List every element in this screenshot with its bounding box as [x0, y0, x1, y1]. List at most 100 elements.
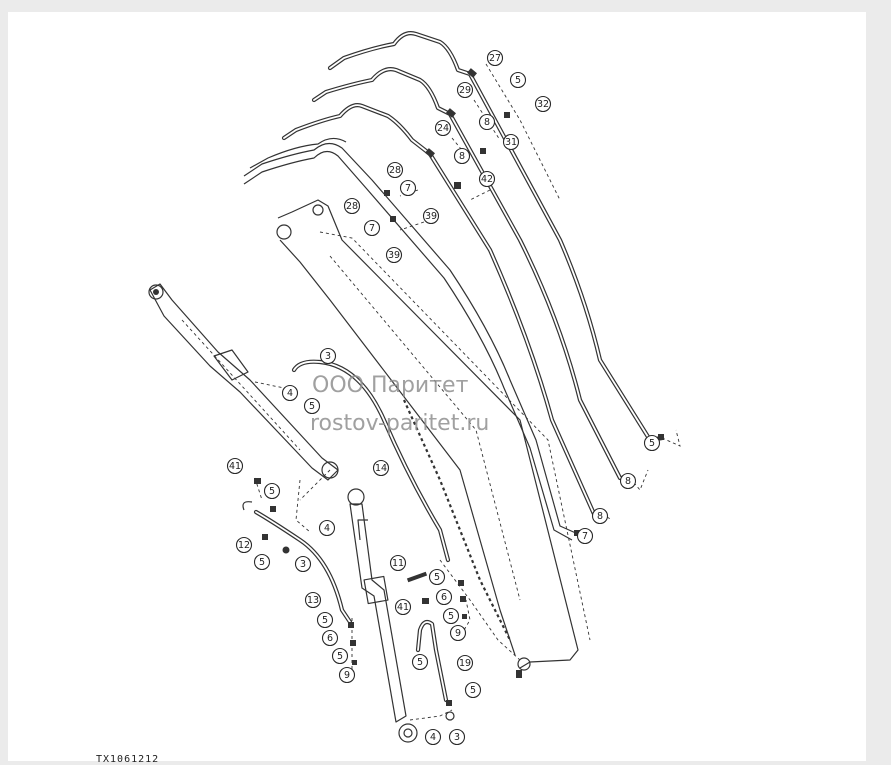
- callout-8: 8: [478, 113, 496, 131]
- callout-label: 7: [369, 223, 375, 234]
- callout-8: 8: [453, 147, 471, 165]
- callout-label: 5: [470, 685, 476, 696]
- boom-outline: [276, 199, 591, 671]
- callout-28: 28: [343, 197, 361, 215]
- callout-circle: [226, 457, 244, 475]
- callout-label: 5: [309, 401, 315, 412]
- callout-3: 3: [294, 555, 312, 573]
- callout-circle: [385, 246, 403, 264]
- callout-label: 5: [337, 651, 343, 662]
- callout-circle: [253, 553, 271, 571]
- callout-circle: [448, 728, 466, 746]
- callout-14: 14: [372, 459, 390, 477]
- callout-label: 28: [389, 165, 401, 176]
- callout-circle: [263, 482, 281, 500]
- callout-label: 7: [405, 183, 411, 194]
- watermark-line1: ООО Паритет: [312, 373, 469, 398]
- callout-circle: [486, 49, 504, 67]
- callout-circle: [422, 207, 440, 225]
- callout-11: 11: [389, 554, 407, 572]
- callout-label: 12: [238, 540, 250, 551]
- callout-label: 5: [322, 615, 328, 626]
- callout-5: 5: [442, 607, 460, 625]
- callout-13: 13: [304, 591, 322, 609]
- callout-circle: [456, 654, 474, 672]
- callout-circle: [386, 161, 404, 179]
- callout-label: 5: [448, 611, 454, 622]
- callout-5: 5: [316, 611, 334, 629]
- callout-circle: [281, 384, 299, 402]
- callout-32: 32: [534, 95, 552, 113]
- callout-label: 31: [505, 137, 517, 148]
- callout-label: 9: [344, 670, 350, 681]
- callout-8: 8: [591, 507, 609, 525]
- callout-19: 19: [456, 654, 474, 672]
- callout-8: 8: [619, 472, 637, 490]
- callout-circle: [399, 179, 417, 197]
- callout-circle: [456, 81, 474, 99]
- callout-39: 39: [385, 246, 403, 264]
- callout-label: 41: [229, 461, 241, 472]
- hydraulic-lines-exploded-diagram: 2752932824318284272839739345541148584712…: [148, 31, 681, 746]
- callout-circle: [435, 588, 453, 606]
- watermark-line2: rostov-paritet.ru: [310, 411, 489, 436]
- callout-circle: [303, 397, 321, 415]
- callout-label: 4: [324, 523, 330, 534]
- callout-circle: [453, 147, 471, 165]
- callout-4: 4: [318, 519, 336, 537]
- callout-circle: [591, 507, 609, 525]
- callout-circle: [434, 119, 452, 137]
- callout-circle: [449, 624, 467, 642]
- hose-13: [242, 501, 353, 625]
- callout-4: 4: [281, 384, 299, 402]
- callout-label: 41: [397, 602, 409, 613]
- callout-label: 3: [300, 559, 306, 570]
- callout-label: 14: [375, 463, 387, 474]
- callout-3: 3: [448, 728, 466, 746]
- upper-fittings: [384, 68, 664, 536]
- callout-41: 41: [226, 457, 244, 475]
- callout-circle: [389, 554, 407, 572]
- watermark: ООО Паритет rostov-paritet.ru: [310, 373, 489, 436]
- callout-label: 13: [307, 595, 319, 606]
- callout-28: 28: [386, 161, 404, 179]
- callout-circle: [331, 647, 349, 665]
- callout-circle: [534, 95, 552, 113]
- callout-label: 3: [325, 351, 331, 362]
- callout-7: 7: [399, 179, 417, 197]
- callout-circle: [338, 666, 356, 684]
- callout-41: 41: [394, 598, 412, 616]
- callout-5: 5: [428, 568, 446, 586]
- callout-label: 39: [425, 211, 437, 222]
- callout-label: 7: [582, 531, 588, 542]
- callout-label: 27: [489, 53, 501, 64]
- callout-circle: [509, 71, 527, 89]
- callout-12: 12: [235, 536, 253, 554]
- callout-label: 24: [437, 123, 449, 134]
- callout-circle: [372, 459, 390, 477]
- callout-label: 29: [459, 85, 471, 96]
- callout-7: 7: [576, 527, 594, 545]
- callout-circle: [318, 519, 336, 537]
- callout-5: 5: [331, 647, 349, 665]
- callout-label: 8: [459, 151, 465, 162]
- callout-label: 5: [515, 75, 521, 86]
- callout-5: 5: [464, 681, 482, 699]
- callout-label: 19: [459, 658, 471, 669]
- callout-24: 24: [434, 119, 452, 137]
- callout-label: 11: [392, 558, 404, 569]
- callout-label: 39: [388, 250, 400, 261]
- hose-19: [415, 619, 449, 703]
- callout-circle: [478, 170, 496, 188]
- hardware-parts: [254, 478, 522, 721]
- callout-circle: [576, 527, 594, 545]
- callout-circle: [235, 536, 253, 554]
- callout-label: 6: [441, 592, 447, 603]
- callout-circle: [321, 629, 339, 647]
- callout-circle: [478, 113, 496, 131]
- callout-label: 28: [346, 201, 358, 212]
- twin-tube-28: [243, 137, 579, 541]
- callout-circle: [294, 555, 312, 573]
